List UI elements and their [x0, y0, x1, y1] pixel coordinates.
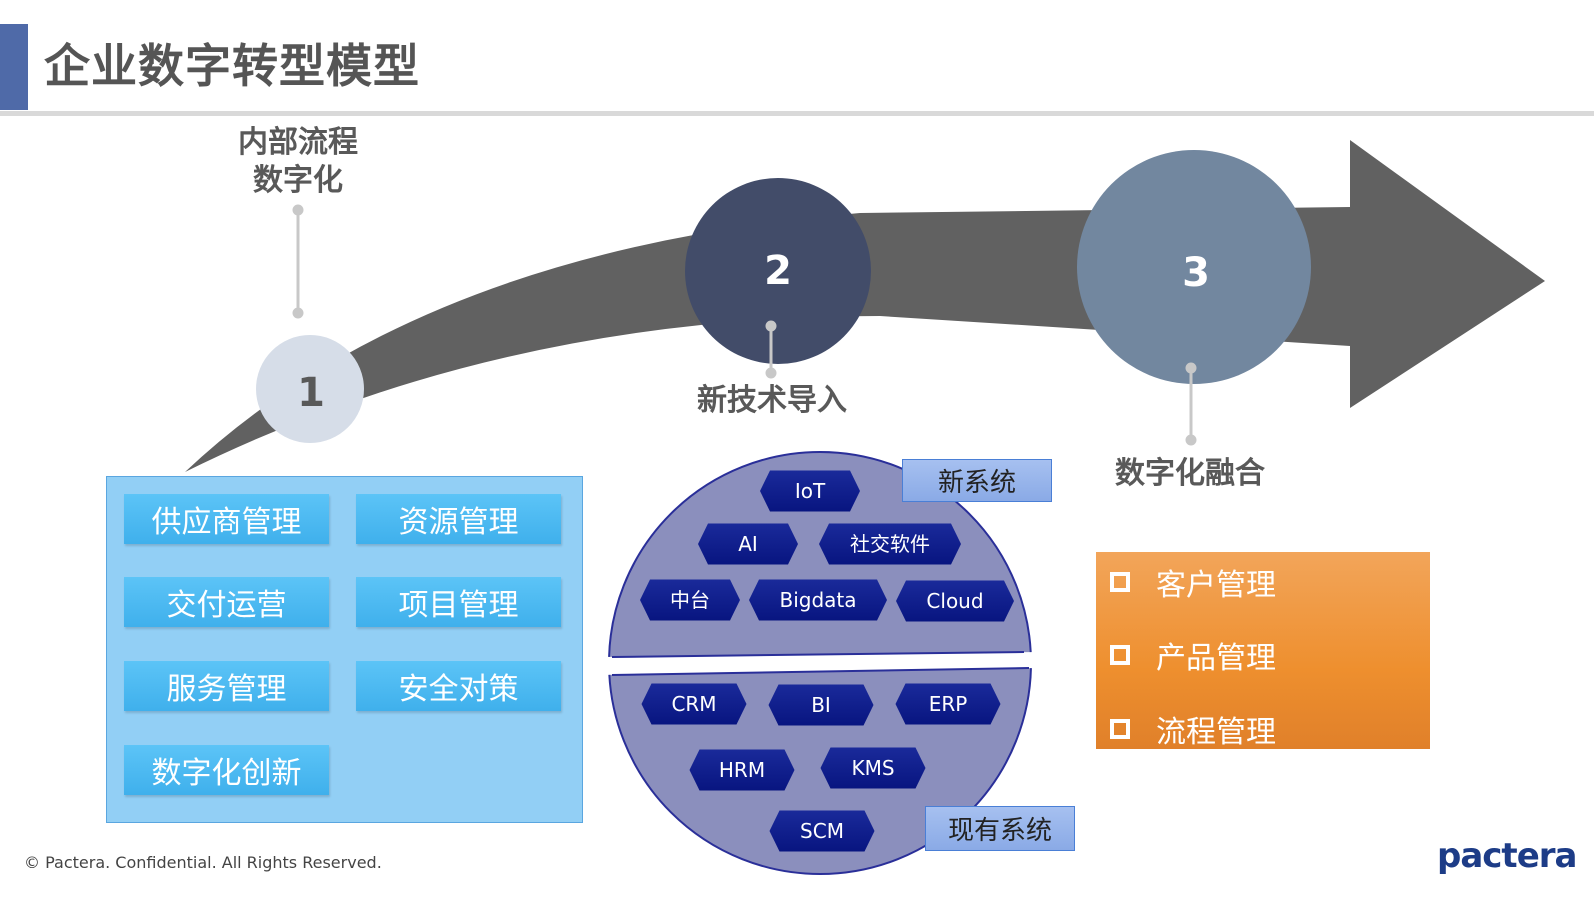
new_systems-hex — [640, 579, 740, 621]
item-resource-mgmt: 资源管理 — [356, 494, 561, 544]
stage-1-label-line2: 数字化 — [253, 163, 343, 198]
existing_systems-hex-label: BI — [811, 693, 831, 717]
fusion-item-label: 产品管理 — [1156, 641, 1276, 676]
new_systems-hex-label: IoT — [795, 479, 826, 503]
page-title: 企业数字转型模型 — [44, 39, 420, 93]
new_systems-hex-label: Bigdata — [779, 588, 856, 612]
stage-1-label: 内部流程 数字化 — [218, 124, 378, 200]
stage-3-number: 3 — [1182, 250, 1210, 296]
fusion-item-label: 流程管理 — [1156, 715, 1276, 750]
stage-1-circle — [256, 335, 364, 443]
growth-arrow — [185, 140, 1545, 472]
existing_systems-hex — [768, 684, 874, 726]
item-digital-innovation: 数字化创新 — [124, 745, 329, 795]
title-accent-bar — [0, 24, 28, 110]
checkbox-icon — [1110, 572, 1130, 592]
existing_systems-hex — [769, 810, 875, 852]
new_systems-hex — [896, 580, 1014, 622]
new_systems-hex — [760, 470, 860, 512]
internal-process-panel: 供应商管理 资源管理 交付运营 项目管理 服务管理 安全对策 数字化创新 — [106, 476, 583, 823]
fusion-item-label: 客户管理 — [1156, 568, 1276, 603]
item-project-mgmt: 项目管理 — [356, 577, 561, 627]
stage-2-number: 2 — [764, 248, 792, 294]
existing_systems-hex-label: HRM — [719, 758, 765, 782]
new_systems-hex-label: Cloud — [926, 589, 983, 613]
title-divider — [0, 111, 1594, 116]
new-systems-label: 新系统 — [902, 459, 1052, 502]
stage-2-label: 新技术导入 — [697, 383, 847, 418]
checkbox-icon — [1110, 645, 1130, 665]
existing_systems-hex — [895, 683, 1001, 725]
existing_systems-hex — [689, 749, 795, 791]
new_systems-hex — [698, 523, 798, 565]
checkbox-icon — [1110, 719, 1130, 739]
new_systems-hex — [749, 579, 887, 621]
existing-systems-label: 现有系统 — [925, 806, 1075, 851]
new_systems-hex-label: AI — [738, 532, 758, 556]
stage-3-circle — [1077, 150, 1311, 384]
fusion-item: 产品管理 — [1110, 633, 1276, 677]
fusion-item: 流程管理 — [1110, 707, 1276, 751]
stage-3-label: 数字化融合 — [1115, 456, 1265, 491]
item-delivery-ops: 交付运营 — [124, 577, 329, 627]
new_systems-hex-label: 中台 — [670, 588, 710, 612]
digital-fusion-panel: 客户管理 产品管理 流程管理 — [1096, 552, 1430, 751]
existing_systems-hex-label: ERP — [929, 692, 968, 716]
stage-2-circle — [685, 178, 871, 364]
new_systems-hex-label: 社交软件 — [850, 532, 930, 556]
item-supplier-mgmt: 供应商管理 — [124, 494, 329, 544]
item-service-mgmt: 服务管理 — [124, 661, 329, 711]
footer-copyright: © Pactera. Confidential. All Rights Rese… — [24, 853, 382, 872]
new_systems-hex — [819, 523, 961, 565]
pactera-logo: pactera — [1437, 836, 1577, 876]
existing_systems-hex-label: CRM — [671, 692, 716, 716]
stage-1-label-line1: 内部流程 — [238, 125, 358, 160]
existing_systems-hex-label: KMS — [851, 756, 894, 780]
existing_systems-hex — [641, 683, 747, 725]
stage-1-number: 1 — [297, 370, 325, 416]
fusion-item: 客户管理 — [1110, 560, 1276, 604]
existing_systems-hex-label: SCM — [800, 819, 844, 843]
existing_systems-hex — [820, 747, 926, 789]
item-security: 安全对策 — [356, 661, 561, 711]
